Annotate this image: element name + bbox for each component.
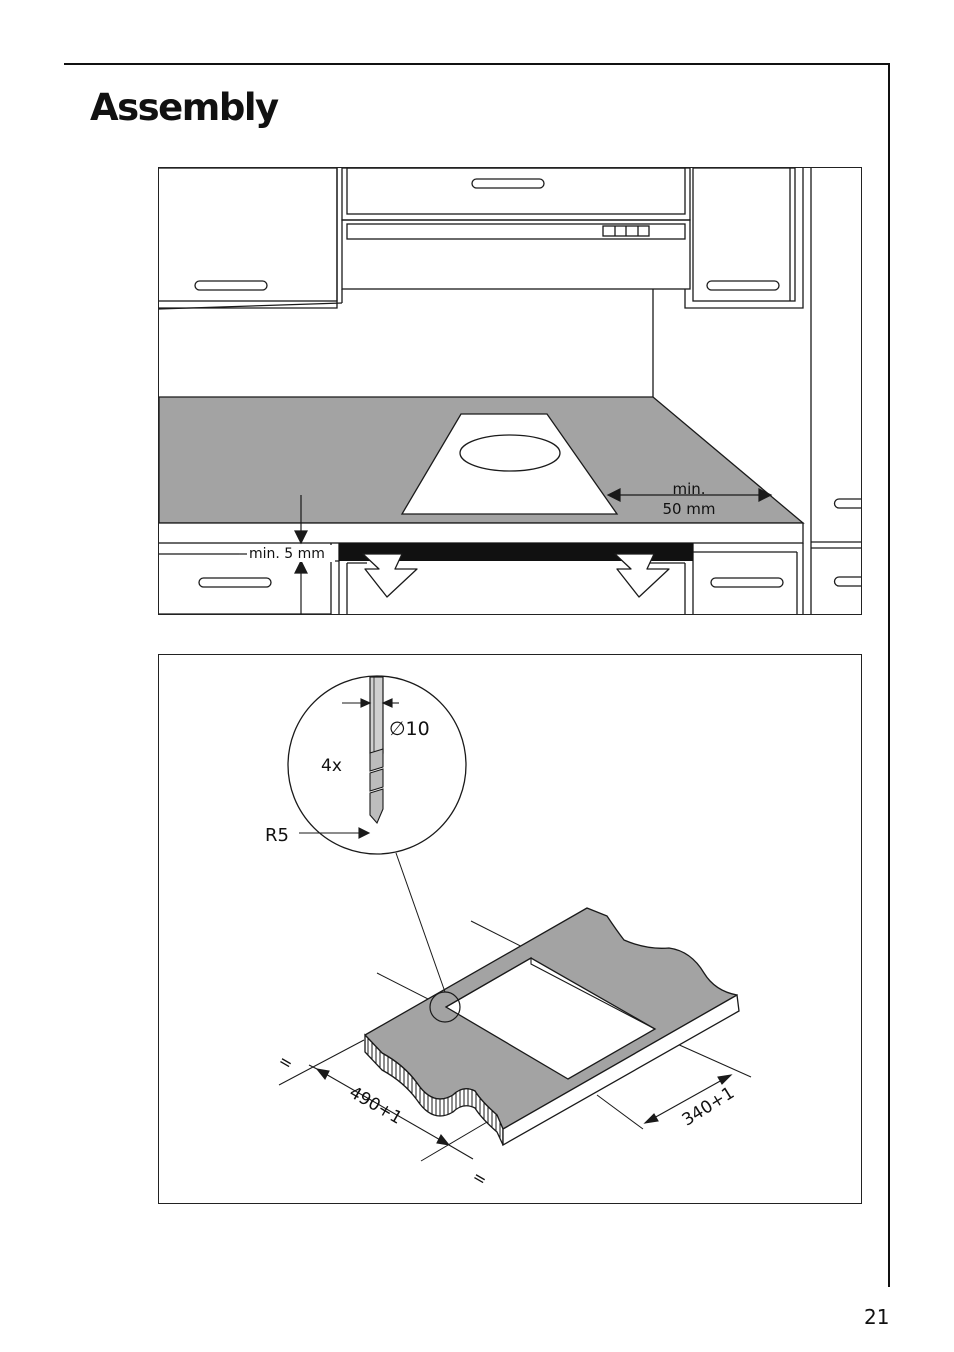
drill-bit [370,677,383,823]
cutout-drilling-drawing: ∅10 4x R5 490+1 = = 340+1 [159,655,861,1203]
min-label: min. [672,480,705,498]
kitchen-installation-figure: min. 5 mm min. 50 mm [158,167,862,615]
depth-arrow-end [718,1075,731,1084]
width-label: 490+1 [346,1083,406,1129]
cabinet-handle [472,179,544,188]
margin-rule [888,63,890,1287]
cabinet-handle [199,578,271,587]
cabinet-handle [711,578,783,587]
equal-mark-bottom: = [469,1167,490,1190]
count-label: 4x [321,756,342,776]
cooking-zone [460,435,560,471]
dimension-arrow-up [295,561,307,573]
width-arrow-start [317,1069,329,1079]
50mm-label: 50 mm [662,500,715,518]
depth-label: 340+1 [679,1083,738,1130]
page-title: Assembly [90,86,278,129]
wall-cabinet-center [347,168,685,214]
width-arrow-end [437,1135,449,1145]
cabinet-handle [707,281,779,290]
min-5mm-label: min. 5 mm [249,546,325,562]
cutout-drilling-figure: ∅10 4x R5 490+1 = = 340+1 [158,654,862,1204]
kitchen-installation-drawing: min. 5 mm min. 50 mm [159,168,861,614]
cabinet-handle [195,281,267,290]
radius-label: R5 [265,825,289,846]
depth-arrow-start [645,1114,658,1123]
cabinet-handle [835,577,862,586]
header-rule [64,63,890,65]
equal-mark-left: = [275,1051,296,1074]
page-number: 21 [864,1305,889,1329]
diameter-label: ∅10 [389,718,430,740]
cabinet-handle [835,499,862,508]
worktop-front-edge [159,523,803,543]
